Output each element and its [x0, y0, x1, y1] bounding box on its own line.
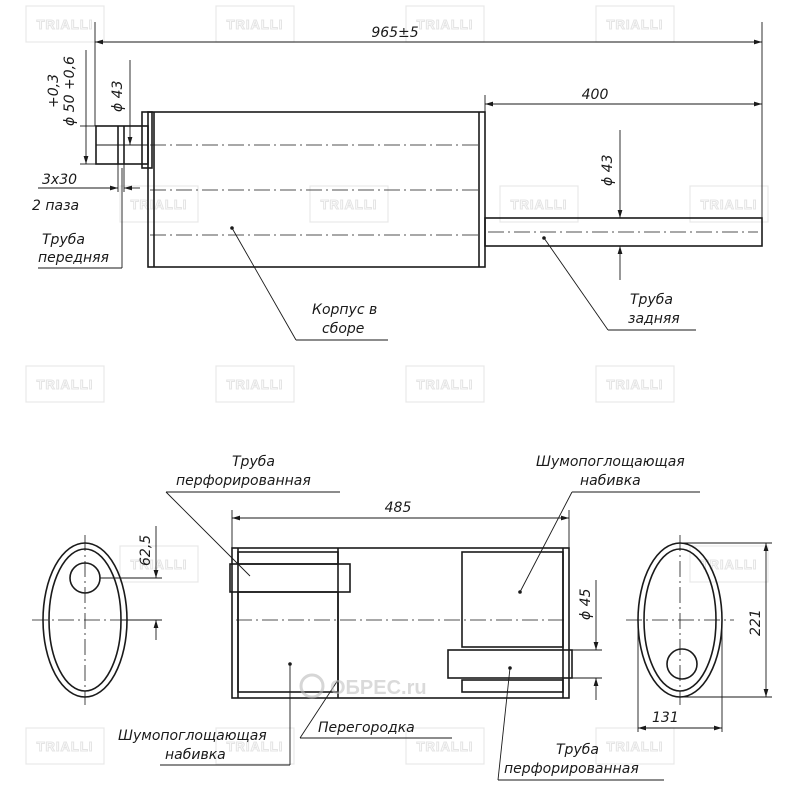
slots-label: 2 паза: [32, 198, 79, 214]
watermark: TRIALLI: [25, 727, 105, 765]
watermark: TRIALLI: [595, 365, 675, 403]
dim-width-text: 131: [652, 710, 679, 726]
watermark: TRIALLI: [499, 185, 579, 223]
dim-height-text: 221: [748, 609, 764, 636]
svg-text:TRIALLI: TRIALLI: [607, 377, 664, 392]
label-body-a: Корпус в: [312, 302, 377, 318]
packing-top-strip: [237, 551, 339, 565]
front-flange: [141, 111, 153, 169]
svg-text:TRIALLI: TRIALLI: [227, 739, 284, 754]
label-perf-bottom-b: перфорированная: [504, 761, 639, 777]
watermark: TRIALLI: [595, 727, 675, 765]
label-perf-top-a: Труба: [232, 454, 275, 470]
watermark: TRIALLI: [215, 5, 295, 43]
svg-text:TRIALLI: TRIALLI: [131, 197, 188, 212]
leader-line: [497, 667, 511, 781]
label-rear-pipe-a: Труба: [630, 292, 673, 308]
dim-front-inner-text: ϕ 43: [110, 81, 126, 113]
brand-overlay: ОБРЕС.ru: [299, 673, 427, 699]
label-perf-bottom-a: Труба: [556, 742, 599, 758]
leader-line: [299, 679, 339, 739]
svg-text:TRIALLI: TRIALLI: [607, 17, 664, 32]
svg-text:TRIALLI: TRIALLI: [701, 197, 758, 212]
end-view-right-hole: [666, 648, 698, 680]
watermark: TRIALLI: [215, 727, 295, 765]
svg-text:TRIALLI: TRIALLI: [37, 17, 94, 32]
dim-offset-text: 62,5: [138, 535, 154, 566]
slots-count: 3х30: [42, 172, 77, 188]
leader-line: [165, 491, 251, 577]
label-front-pipe-b: передняя: [38, 250, 109, 266]
packing-left: [237, 591, 339, 693]
label-front-pipe-a: Труба: [42, 232, 85, 248]
svg-text:TRIALLI: TRIALLI: [417, 739, 474, 754]
dim-overall-text: 965±5: [371, 25, 418, 41]
leader-line: [543, 237, 609, 331]
brand-overlay-text: ОБРЕС.ru: [330, 677, 427, 699]
watermark: TRIALLI: [215, 365, 295, 403]
svg-text:TRIALLI: TRIALLI: [131, 557, 188, 572]
packing-bottom-strip: [461, 679, 564, 693]
watermark: TRIALLI: [119, 185, 199, 223]
svg-text:TRIALLI: TRIALLI: [321, 197, 378, 212]
dim-tail-text: 400: [582, 87, 609, 103]
label-rear-pipe-b: задняя: [628, 311, 680, 327]
dim-tail-diam-text: ϕ 43: [600, 155, 616, 187]
dim-pipe-diam-text: ϕ 45: [578, 588, 594, 620]
label-body-b: сборе: [322, 321, 364, 337]
leader-line: [231, 227, 297, 341]
svg-text:TRIALLI: TRIALLI: [607, 739, 664, 754]
watermark: TRIALLI: [689, 185, 769, 223]
perforated-pipe-bottom: [447, 649, 573, 679]
watermark: TRIALLI: [25, 365, 105, 403]
svg-text:TRIALLI: TRIALLI: [37, 739, 94, 754]
svg-text:TRIALLI: TRIALLI: [417, 17, 474, 32]
watermark: TRIALLI: [25, 5, 105, 43]
label-packing-bottom-a: Шумопоглощающая: [118, 728, 267, 744]
brand-logo-icon: [299, 673, 325, 699]
perforated-pipe-top: [229, 563, 351, 593]
svg-text:TRIALLI: TRIALLI: [227, 17, 284, 32]
dim-length-text: 485: [385, 500, 412, 516]
dim-front-diam-b: ϕ 50 +0,6: [62, 56, 78, 126]
svg-text:TRIALLI: TRIALLI: [37, 377, 94, 392]
watermark: TRIALLI: [405, 727, 485, 765]
watermark: TRIALLI: [595, 5, 675, 43]
svg-text:TRIALLI: TRIALLI: [417, 377, 474, 392]
leader-dot: [518, 590, 522, 594]
label-baffle: Перегородка: [318, 720, 415, 736]
section-body: [231, 547, 570, 699]
muffler-body: [147, 111, 486, 268]
label-perf-top-b: перфорированная: [176, 473, 311, 489]
label-packing-bottom-b: набивка: [165, 747, 226, 763]
top-view: 965±5 400 +0,3 ϕ 50 +0,6 ϕ 43: [32, 22, 763, 341]
label-packing-top-b: набивка: [580, 473, 641, 489]
leader-line: [519, 491, 573, 593]
watermark: TRIALLI: [309, 185, 389, 223]
svg-text:TRIALLI: TRIALLI: [701, 557, 758, 572]
section-view: 62,5 485 ϕ 45: [32, 454, 772, 781]
watermark: TRIALLI: [119, 545, 199, 583]
watermark-group: TRIALLI TRIALLI TRIALLI TRIALLI TRIALLI …: [25, 5, 769, 765]
label-packing-top-a: Шумопоглощающая: [536, 454, 685, 470]
watermark: TRIALLI: [405, 365, 485, 403]
packing-right: [461, 551, 564, 648]
svg-text:TRIALLI: TRIALLI: [227, 377, 284, 392]
svg-text:TRIALLI: TRIALLI: [511, 197, 568, 212]
rear-pipe: [484, 217, 763, 247]
dim-front-diam-a: +0,3: [46, 74, 62, 108]
